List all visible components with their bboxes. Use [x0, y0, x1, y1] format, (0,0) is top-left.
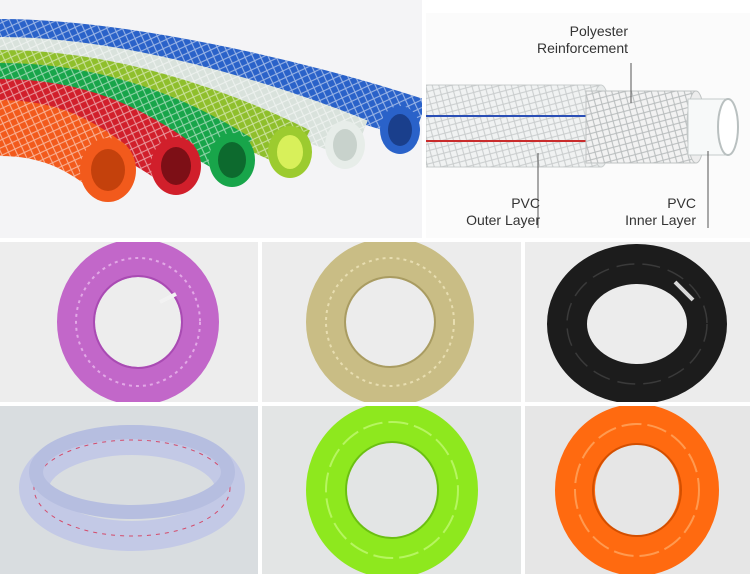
polyester-reinforcement-label: Polyester Reinforcement [516, 23, 628, 57]
outer-label-line2: Outer Layer [466, 212, 540, 228]
orange-hose-coil-photo [525, 406, 750, 574]
hose-structure-diagram: Polyester Reinforcement PVC Outer Layer … [426, 13, 750, 238]
outer-label-line1: PVC [511, 195, 540, 211]
black-coil [547, 244, 727, 402]
inner-label-line1: PVC [667, 195, 696, 211]
green-hose-coil-photo [262, 406, 521, 574]
polyester-label-line2: Reinforcement [536, 40, 628, 56]
hoses-illustration [0, 19, 422, 202]
black-hose-coil-photo [525, 242, 750, 402]
braided-hoses-photo [0, 0, 422, 238]
purple-hose-coil-photo [0, 242, 258, 402]
beige-hose-coil-photo [262, 242, 521, 402]
inner-label-line2: Inner Layer [625, 212, 696, 228]
pvc-inner-layer-label: PVC Inner Layer [616, 195, 696, 229]
polyester-label-line1: Polyester [569, 23, 628, 39]
clear-braided-hose-coil-photo [0, 406, 258, 574]
pvc-outer-layer-label: PVC Outer Layer [440, 195, 540, 229]
hose-layers-illustration [426, 63, 739, 228]
clear-coil [19, 425, 245, 551]
